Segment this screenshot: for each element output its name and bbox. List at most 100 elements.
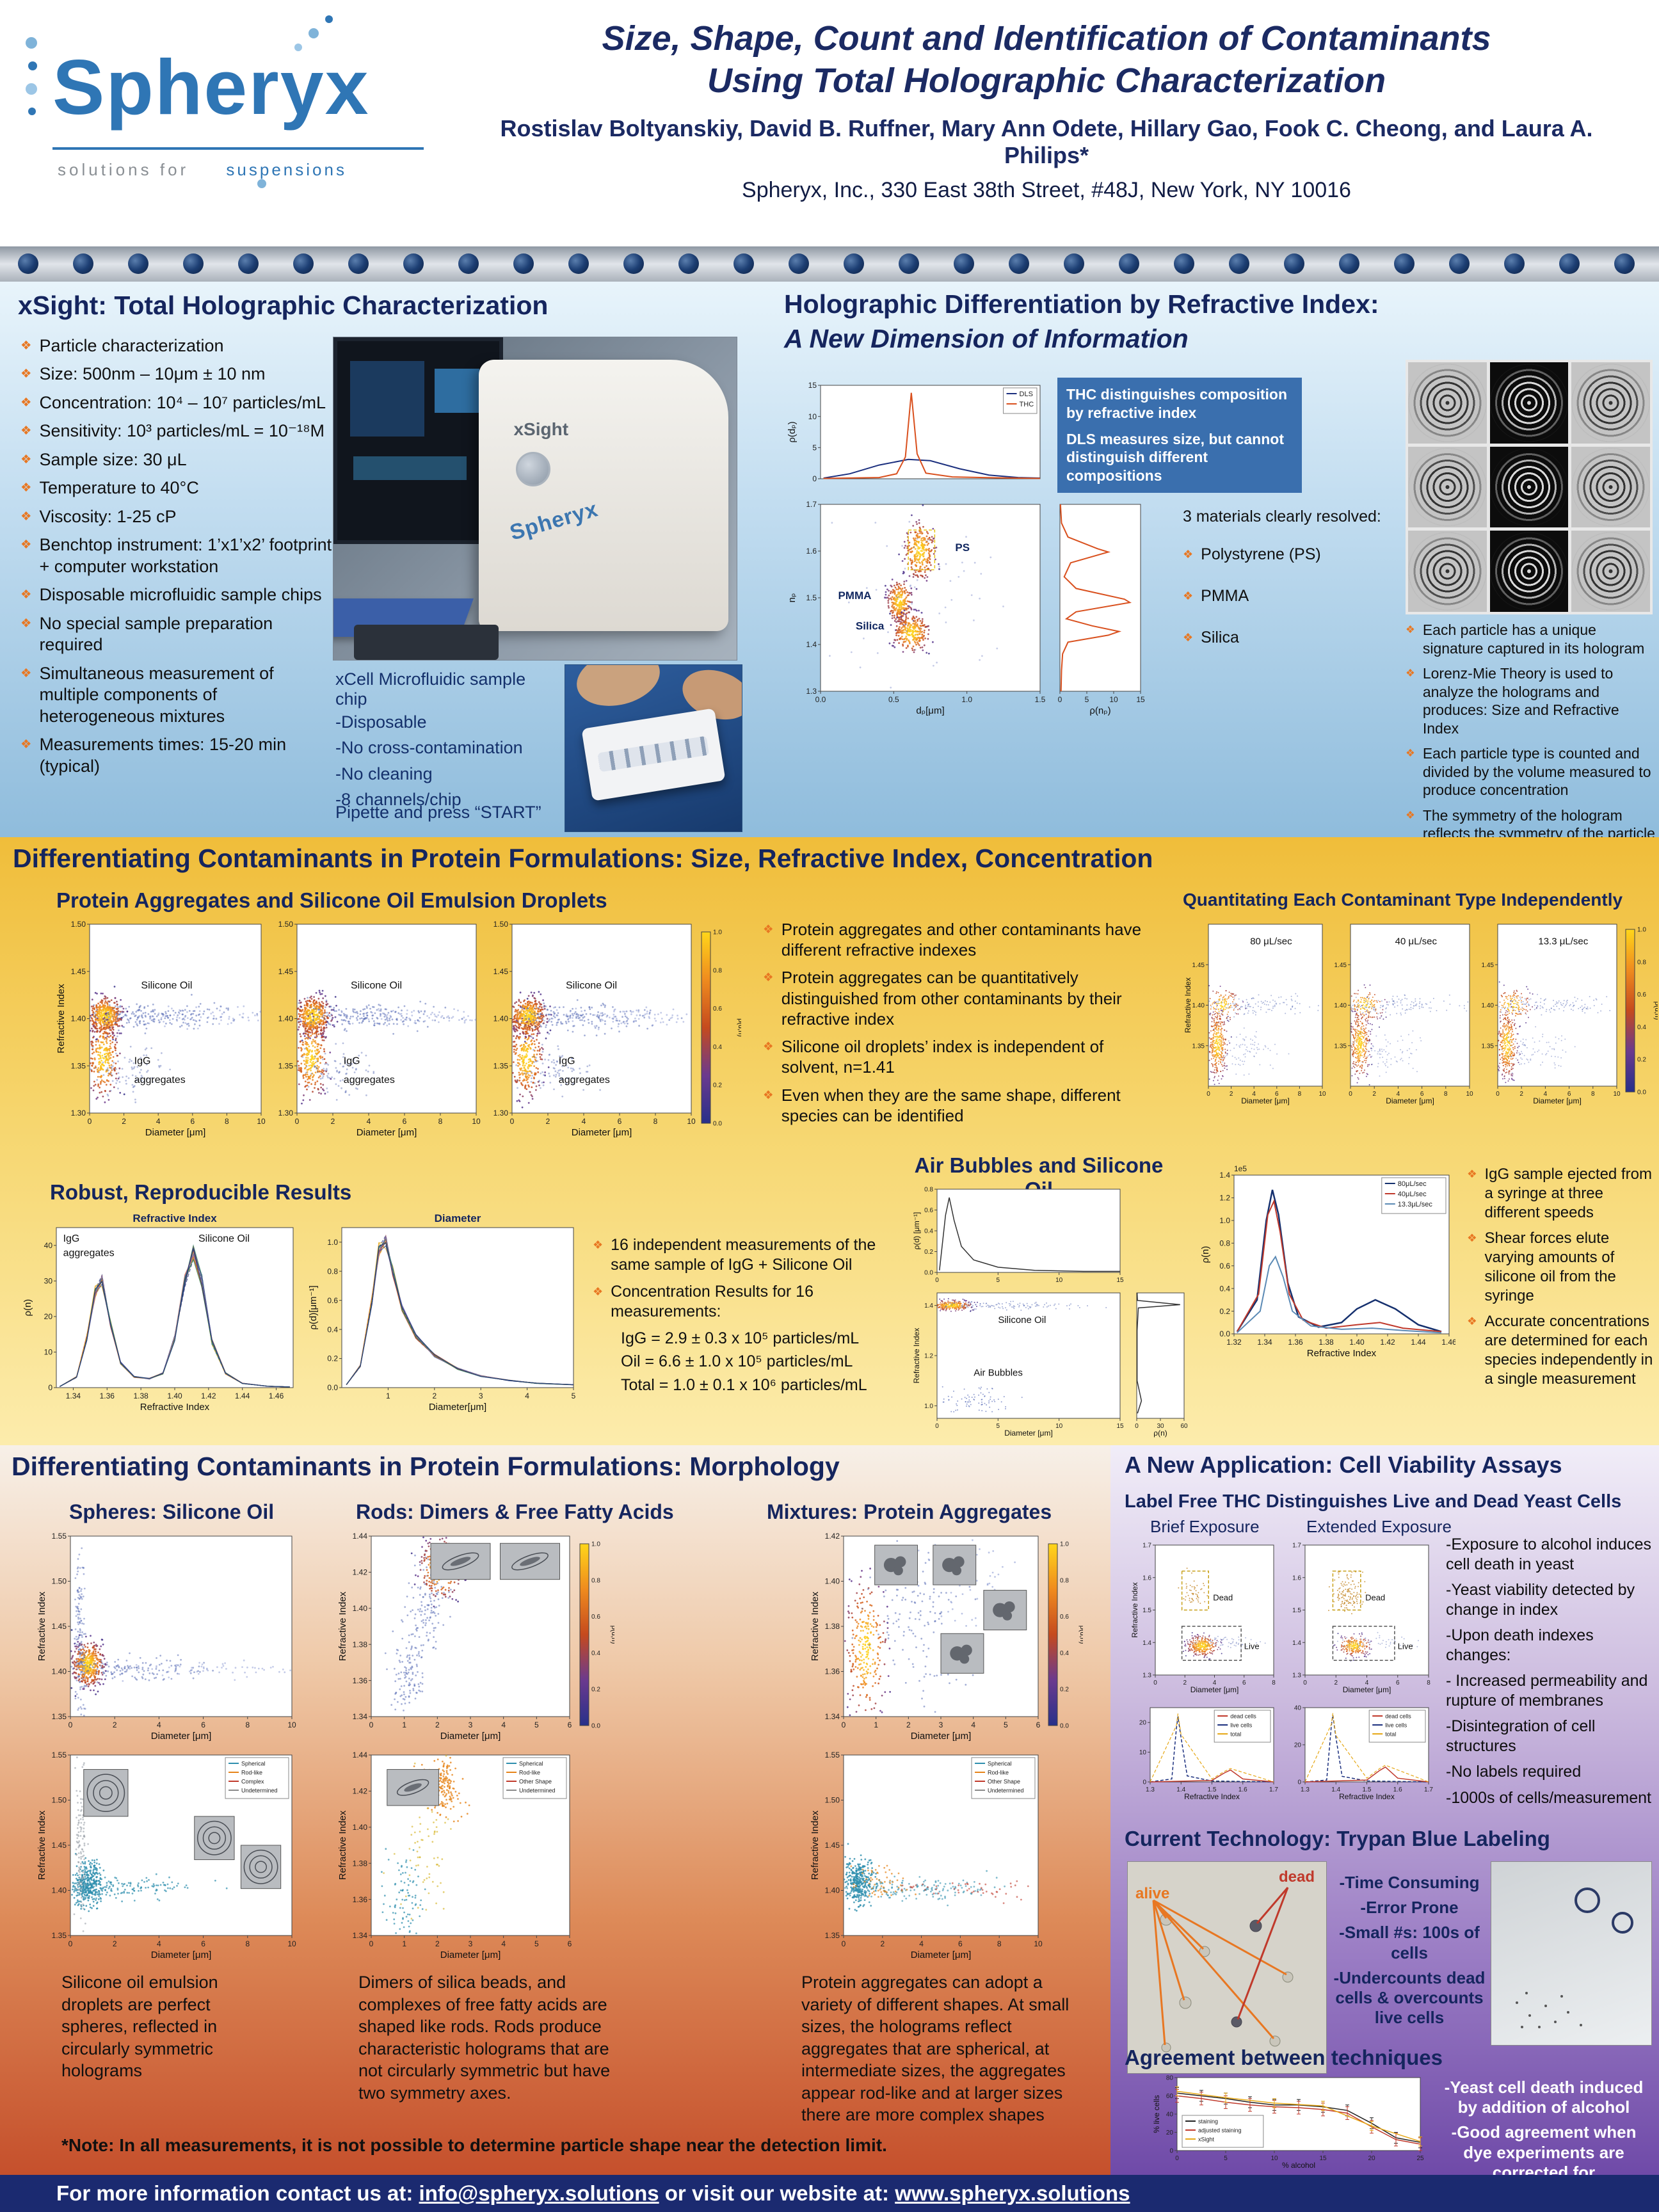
svg-text:2: 2 [1372,1091,1376,1098]
hologram-grid [1406,360,1653,614]
bullet-text: Size: 500nm – 10μm ± 10 nm [39,364,266,384]
hologram-image [1489,362,1569,444]
svg-text:0: 0 [1058,695,1062,704]
microfluidic-chip [581,708,726,802]
bullet-text: Sample size: 30 μL [39,449,187,469]
bullet-text: Silicone oil droplets’ index is independ… [781,1037,1104,1077]
svg-text:10: 10 [1466,1091,1473,1098]
svg-text:1.35: 1.35 [1334,1043,1347,1050]
logo-dot-icon [309,28,319,38]
finger [570,665,666,715]
protein-section-title: Differentiating Contaminants in Protein … [13,844,1153,873]
svg-text:1.40: 1.40 [71,1014,86,1023]
hologram-image [1489,531,1569,612]
bullet-icon: ❖ [20,737,32,752]
affiliation: Spheryx, Inc., 330 East 38th Street, #48… [742,177,1351,202]
hologram-image [1489,446,1569,528]
list-item: ❖Temperature to 40°C [20,477,333,499]
list-item: -Disposable [335,712,427,732]
bullet-text: Lorenz-Mie Theory is used to analyze the… [1422,665,1619,737]
svg-text:8: 8 [438,1117,443,1126]
list-item: -Yeast cell death induced by addition of… [1444,2078,1644,2117]
extended-exposure-label: Extended Exposure [1306,1517,1452,1536]
list-item: ❖Concentration: 10⁴ – 10⁷ particles/mL [20,392,333,413]
svg-text:1.35: 1.35 [1192,1043,1205,1050]
list-item: -Time Consuming [1339,1873,1480,1892]
bullet-icon: ❖ [1406,623,1415,636]
morph-section-title: Differentiating Contaminants in Protein … [12,1452,840,1481]
cells-sub1: Label Free THC Distinguishes Live and De… [1125,1491,1622,1512]
svg-text:1.40: 1.40 [493,1014,509,1023]
list-item: -No labels required [1446,1763,1582,1781]
svg-text:1.40: 1.40 [1192,1002,1205,1009]
protein-sub3: Robust, Reproducible Results [50,1180,352,1204]
list-item: ❖ Concentration Results for 16 measuremen… [593,1282,890,1322]
svg-text:Refractive Index: Refractive Index [56,984,67,1054]
monitor-screen-panel [350,361,425,437]
svg-text:10: 10 [257,1117,266,1126]
list-item: ❖Size: 500nm – 10μm ± 10 nm [20,364,333,385]
svg-text:1.45: 1.45 [493,967,509,976]
list-item: -Upon death indexes changes: [1446,1626,1594,1664]
materials-intro: 3 materials clearly resolved: [1183,508,1381,525]
svg-text:10: 10 [1318,1091,1326,1098]
bullet-icon: ❖ [20,424,32,438]
list-item: ❖Simultaneous measurement of multiple co… [20,663,333,727]
protein-sub1: Protein Aggregates and Silicone Oil Emul… [56,888,607,912]
svg-text:2: 2 [331,1117,335,1126]
svg-text:1.0: 1.0 [961,695,972,704]
logo-dot-icon [26,37,37,49]
holo-section-title-line2: A New Dimension of Information [784,324,1189,353]
dead-label: dead [1279,1868,1315,1886]
svg-text:1.30: 1.30 [493,1109,509,1118]
robust-results-block: ❖16 independent measurements of the same… [593,1235,890,1399]
alive-label: alive [1135,1885,1170,1902]
morph-col1-caption: Silicone oil emulsion droplets are perfe… [61,1973,218,2081]
thc-box-line1: THC distinguishes composition by refract… [1066,386,1288,421]
bullet-icon: ❖ [593,1285,604,1298]
svg-text:10: 10 [472,1117,481,1126]
svg-text:4: 4 [367,1117,371,1126]
svg-text:ρ(dₚ): ρ(dₚ) [787,421,797,442]
trypan-micrograph-annotated: alive dead [1127,1861,1327,2074]
list-item: ❖Measurements times: 15-20 min (typical) [20,734,333,777]
svg-text:4: 4 [1397,1091,1400,1098]
svg-text:0: 0 [1349,1091,1352,1098]
footer-url-link[interactable]: www.spheryx.solutions [895,2181,1130,2205]
bullet-icon: ❖ [1183,589,1194,603]
chip-caption: xCell Microfluidic sample chip -Disposab… [335,669,559,815]
bullet-icon: ❖ [763,1087,774,1102]
bullet-text: Sensitivity: 10³ particles/mL = 10⁻¹⁸M [39,421,325,441]
logo-tagline-left: solutions for [58,160,189,179]
list-item: ❖Shear forces elute varying amounts of s… [1467,1229,1654,1305]
footer-email-link[interactable]: info@spheryx.solutions [419,2181,659,2205]
svg-text:10: 10 [1109,695,1118,704]
bullet-text: Concentration Results for 16 measurement… [611,1283,813,1320]
bullet-icon: ❖ [20,538,32,552]
list-item: -No cleaning [335,764,433,783]
chip-caption-title: xCell Microfluidic sample chip [335,669,526,709]
poster-title-line1: Size, Shape, Count and Identification of… [602,19,1491,58]
svg-text:6: 6 [403,1117,407,1126]
bullet-icon: ❖ [1467,1231,1477,1245]
svg-text:0: 0 [510,1117,515,1126]
svg-text:1.30: 1.30 [278,1109,294,1118]
svg-text:PS: PS [955,541,970,554]
svg-text:1.6: 1.6 [806,547,817,556]
logo-dot-icon [257,179,266,188]
syringe-bullet-list: ❖IgG sample ejected from a syringe at th… [1467,1165,1654,1395]
materials-list: ❖Polystyrene (PS)❖PMMA❖Silica [1183,545,1394,648]
logo-dot-icon [325,15,333,23]
xsight-section-title: xSight: Total Holographic Characterizati… [18,291,549,320]
svg-text:aggregates: aggregates [344,1075,395,1086]
svg-text:6: 6 [618,1117,622,1126]
bullet-text: Each particle has a unique signature cap… [1422,621,1645,657]
